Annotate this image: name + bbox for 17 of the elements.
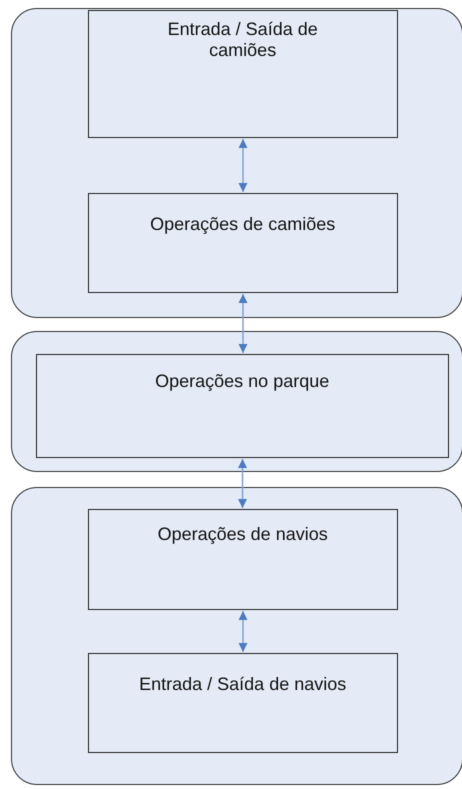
box-label: Operações no parque bbox=[155, 370, 330, 392]
double-arrow bbox=[238, 611, 248, 652]
box-label: Entrada / Saída de camiões bbox=[166, 18, 319, 62]
double-arrow bbox=[238, 139, 248, 192]
box-label: Entrada / Saída de navios bbox=[139, 674, 346, 696]
double-arrow bbox=[238, 459, 247, 508]
process-box bbox=[88, 508, 398, 610]
group-panel bbox=[11, 8, 462, 318]
process-box bbox=[88, 192, 398, 293]
process-box bbox=[88, 652, 398, 753]
process-box bbox=[88, 10, 398, 138]
group-panel bbox=[11, 331, 462, 472]
box-label: Operações de navios bbox=[158, 524, 328, 546]
group-panel bbox=[11, 487, 462, 785]
process-box bbox=[36, 354, 449, 458]
box-label: Operações de camiões bbox=[150, 214, 336, 236]
double-arrow bbox=[238, 294, 248, 353]
